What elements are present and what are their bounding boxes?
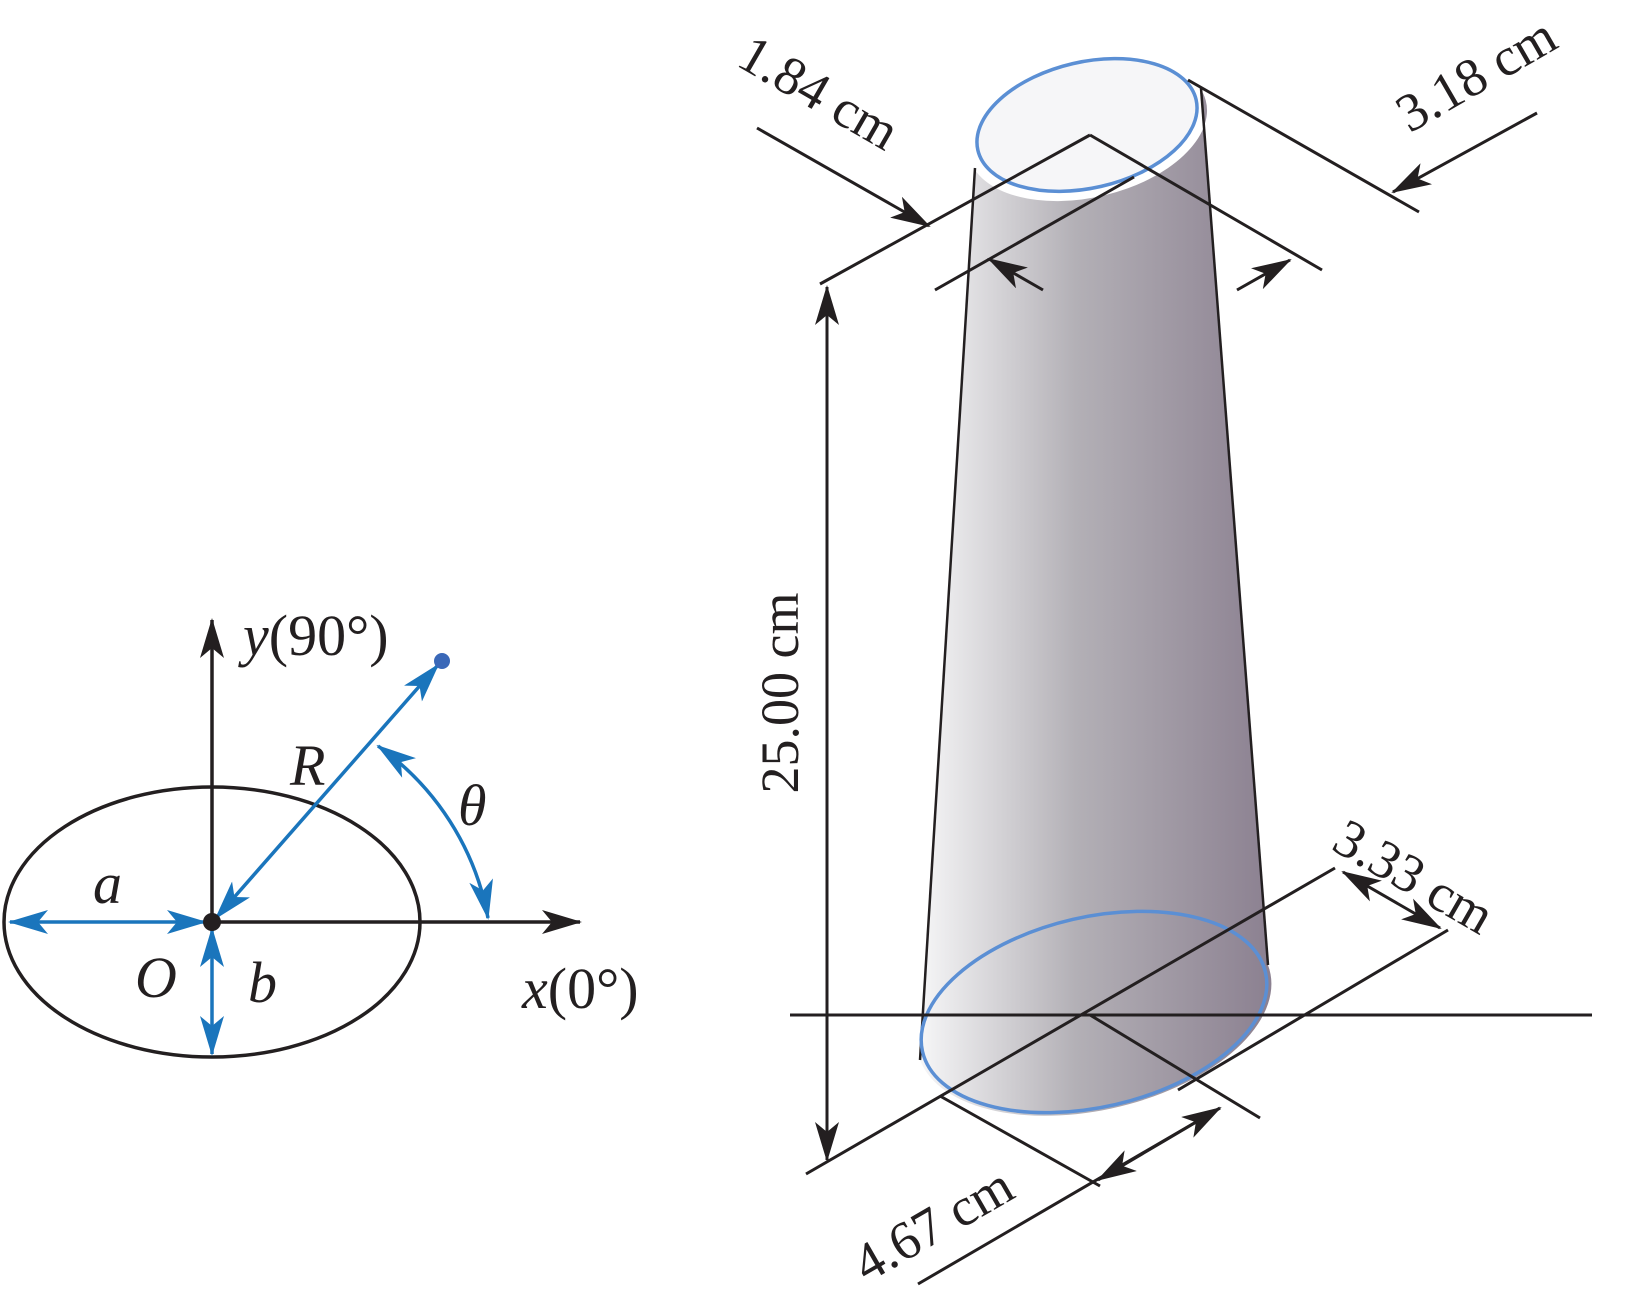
top-extension-line-left [819, 133, 1091, 286]
x-axis-label: x(0°) [521, 956, 639, 1021]
ellipse-coordinate-diagram: y(90°) x(0°) R θ a O b [2, 603, 639, 1059]
top-extension-line-outer [1187, 78, 1420, 214]
bottom-extension-line-right [1089, 1013, 1261, 1120]
radius-label: R [289, 733, 325, 798]
top-rim-ellipse [975, 56, 1199, 194]
angle-arc-arrow [376, 744, 493, 920]
bottom-extension-line-inner [939, 1094, 1101, 1188]
top-major-arrow-1 [1391, 111, 1538, 194]
radius-endpoint [434, 653, 450, 669]
radius-arrow [214, 663, 440, 920]
top-major-dimension-label: 3.18 cm [1386, 5, 1567, 144]
bottom-major-dimension-arrow [1096, 1106, 1222, 1182]
top-extension-line-right [1089, 133, 1323, 272]
bottom-extension-line-left [805, 866, 1336, 1176]
origin-point [203, 913, 221, 931]
cone-body [920, 88, 1272, 1116]
top-minor-dimension-label: 1.84 cm [729, 23, 910, 162]
height-dimension-label: 25.00 cm [750, 593, 810, 794]
tapered-cone-diagram: 1.84 cm 3.18 cm 25.00 cm 3.33 cm 4.67 cm [729, 5, 1592, 1294]
bottom-major-dimension-label: 4.67 cm [843, 1155, 1024, 1294]
bottom-rim-ellipse [919, 909, 1269, 1115]
angle-label: θ [458, 773, 487, 838]
top-extension-line-inner [934, 175, 1135, 292]
semi-major-label: a [93, 851, 122, 916]
cone-right-edge [1199, 87, 1270, 966]
origin-label: O [135, 945, 177, 1010]
bottom-minor-dimension-arrow [1341, 870, 1442, 930]
top-major-arrow-2 [1236, 258, 1292, 292]
y-axis-label: y(90°) [238, 603, 389, 668]
semi-minor-label: b [248, 950, 277, 1015]
cone-left-edge [918, 167, 977, 1061]
bottom-extension-line-outer [1177, 928, 1449, 1092]
top-minor-arrow-1 [756, 126, 931, 228]
top-minor-arrow-2 [987, 257, 1044, 292]
